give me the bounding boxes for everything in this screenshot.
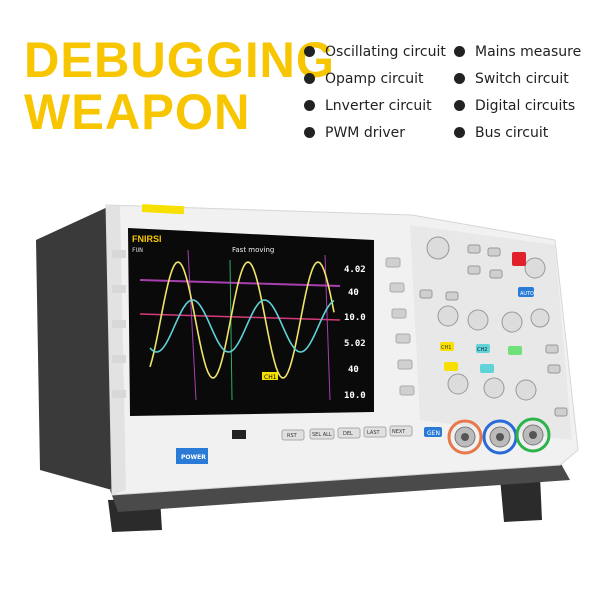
- cursor-line: [187, 249, 197, 401]
- readout: 10.0: [344, 313, 366, 323]
- screen-title: Fast moving: [232, 246, 274, 254]
- bullet-icon: [304, 100, 315, 111]
- headline: DEBUGGING WEAPON: [24, 34, 335, 138]
- cursor-line: [139, 279, 341, 287]
- bullet-icon: [454, 46, 465, 57]
- feature-item: Mains measure: [454, 42, 594, 61]
- feature-item: Oscillating circuit: [304, 42, 454, 61]
- readout: 40: [348, 365, 359, 375]
- sel-all-button: SEL ALL: [312, 432, 332, 438]
- bullet-icon: [304, 73, 315, 84]
- ch2-button[interactable]: [476, 344, 490, 353]
- usb-port[interactable]: [232, 430, 246, 439]
- feature-label: Lnverter circuit: [325, 97, 432, 114]
- next-button: NEXT: [392, 429, 406, 435]
- waveform-display: [139, 249, 341, 401]
- feature-list: Oscillating circuit Mains measure Opamp …: [304, 42, 594, 142]
- auto-button[interactable]: [518, 287, 534, 297]
- headline-line1: DEBUGGING: [24, 32, 336, 88]
- feature-label: Oscillating circuit: [325, 43, 446, 60]
- side-grips: [112, 250, 126, 398]
- ch1-button-label: CH1: [441, 345, 451, 351]
- screen-brand: FNIRSI: [132, 234, 162, 244]
- ch2-menu-button[interactable]: [480, 364, 494, 373]
- feature-item: Opamp circuit: [304, 69, 454, 88]
- gen-connector: [515, 417, 551, 453]
- readout: 5.02: [344, 339, 366, 349]
- feature-item: Digital circuits: [454, 96, 594, 115]
- feature-item: PWM driver: [304, 123, 454, 142]
- trigger-line: [229, 259, 233, 401]
- last-button: LAST: [367, 430, 380, 436]
- cursor-line: [139, 313, 341, 321]
- feature-item: Bus circuit: [454, 123, 594, 142]
- ch1-menu-button[interactable]: [444, 362, 458, 371]
- bnc-connectors[interactable]: [447, 417, 551, 455]
- feature-label: Bus circuit: [475, 124, 549, 141]
- readouts: 4.02 40 10.0 5.02 40 10.0: [344, 265, 366, 401]
- power-label: POWER: [181, 454, 206, 461]
- run-stop-button[interactable]: [512, 252, 526, 266]
- trigger-label: CH1: [264, 374, 277, 381]
- power-button[interactable]: [176, 448, 208, 464]
- screen: [128, 228, 374, 416]
- knobs[interactable]: [426, 236, 550, 401]
- foot-right: [500, 476, 542, 522]
- feature-item: Switch circuit: [454, 69, 594, 88]
- bottom-edge: [110, 462, 570, 512]
- side-panel: [36, 205, 112, 490]
- bullet-icon: [454, 73, 465, 84]
- readout: 4.02: [344, 265, 366, 275]
- auto-label: AUTO: [520, 291, 534, 297]
- model-label: [141, 204, 185, 215]
- feature-label: Switch circuit: [475, 70, 569, 87]
- trigger-badge: [262, 372, 278, 380]
- softkeys[interactable]: [385, 257, 415, 396]
- ch1-waveform: [149, 261, 335, 379]
- feature-label: PWM driver: [325, 124, 406, 141]
- feature-label: Mains measure: [475, 43, 582, 60]
- ch1-button[interactable]: [440, 342, 454, 351]
- gen-channel-button[interactable]: [508, 346, 522, 355]
- ch2-waveform: [149, 299, 335, 353]
- headline-line2: WEAPON: [24, 84, 251, 140]
- del-button: DEL: [343, 431, 353, 437]
- feature-label: Digital circuits: [475, 97, 576, 114]
- panel-buttons[interactable]: [419, 244, 568, 417]
- bullet-icon: [304, 46, 315, 57]
- feature-label: Opamp circuit: [325, 70, 424, 87]
- screen-mode: FUN: [132, 247, 143, 254]
- cursor-line: [324, 254, 331, 401]
- rst-button: RST: [287, 433, 298, 439]
- gen-button[interactable]: [424, 427, 442, 437]
- bullet-icon: [454, 127, 465, 138]
- bullet-icon: [454, 100, 465, 111]
- ch2-button-label: CH2: [477, 347, 487, 353]
- feature-item: Lnverter circuit: [304, 96, 454, 115]
- readout: 40: [348, 288, 359, 298]
- gen-label: GEN: [427, 430, 440, 437]
- readout: 10.0: [344, 391, 366, 401]
- bullet-icon: [304, 127, 315, 138]
- bottom-buttons[interactable]: RST SEL ALL DEL LAST NEXT: [281, 425, 413, 441]
- bezel-edge: [106, 205, 126, 495]
- ch1-connector: [447, 419, 483, 455]
